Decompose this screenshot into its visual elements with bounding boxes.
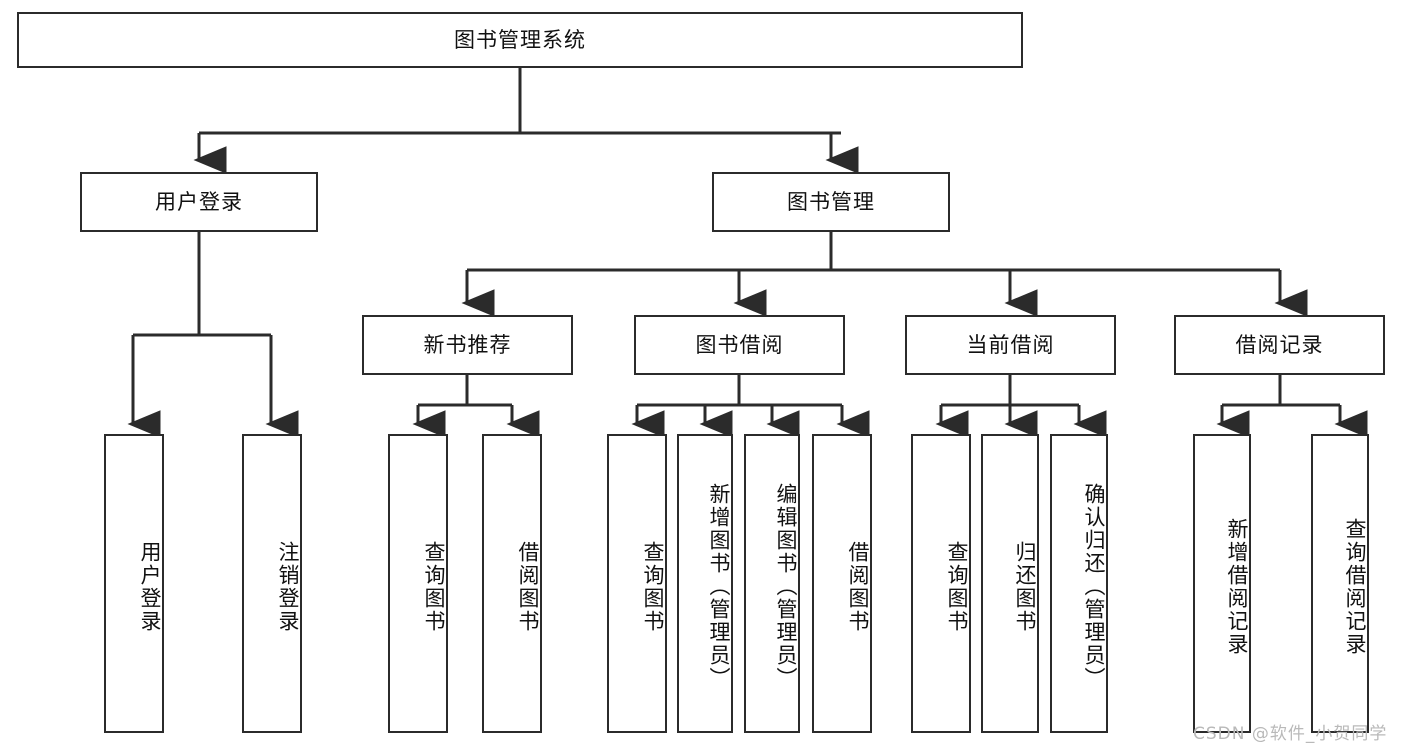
node-label: 查询图书 <box>422 540 446 633</box>
node-label: 图书借阅 <box>695 332 784 357</box>
leaf-query-book-current[interactable]: 查询图书 <box>911 434 971 733</box>
leaf-return-book[interactable]: 归还图书 <box>981 434 1039 733</box>
leaf-query-book-borrow[interactable]: 查询图书 <box>607 434 667 733</box>
node-book-borrow[interactable]: 图书借阅 <box>634 315 845 375</box>
node-label: 用户登录 <box>155 189 243 214</box>
node-label: 查询图书 <box>641 540 665 633</box>
leaf-query-book-recommend[interactable]: 查询图书 <box>388 434 448 733</box>
node-book-management[interactable]: 图书管理 <box>712 172 950 232</box>
leaf-edit-book-admin[interactable]: 编辑图书（管理员） <box>744 434 800 733</box>
node-label: 用户登录 <box>138 540 162 633</box>
node-label: 当前借阅 <box>966 332 1055 357</box>
node-label: 注销登录 <box>276 540 300 633</box>
node-label: 新增图书（管理员） <box>707 483 731 690</box>
node-current-borrow[interactable]: 当前借阅 <box>905 315 1116 375</box>
leaf-query-borrow-record[interactable]: 查询借阅记录 <box>1311 434 1369 733</box>
node-label: 新增借阅记录 <box>1225 517 1249 656</box>
leaf-logout[interactable]: 注销登录 <box>242 434 302 733</box>
node-label: 确认归还（管理员） <box>1082 483 1106 690</box>
node-label: 查询图书 <box>945 540 969 633</box>
leaf-user-login[interactable]: 用户登录 <box>104 434 164 733</box>
node-root-book-management-system[interactable]: 图书管理系统 <box>17 12 1023 68</box>
watermark-text: CSDN @软件_小贺同学 <box>1193 724 1388 744</box>
node-label: 新书推荐 <box>423 332 512 357</box>
node-user-login[interactable]: 用户登录 <box>80 172 318 232</box>
leaf-borrow-book-recommend[interactable]: 借阅图书 <box>482 434 542 733</box>
node-label: 借阅记录 <box>1235 332 1324 357</box>
node-label: 图书管理系统 <box>454 27 586 52</box>
node-new-book-recommend[interactable]: 新书推荐 <box>362 315 573 375</box>
node-label: 编辑图书（管理员） <box>774 483 798 690</box>
csdn-watermark: CSDN @软件_小贺同学 <box>1193 719 1387 744</box>
node-label: 借阅图书 <box>516 540 540 633</box>
node-borrow-record[interactable]: 借阅记录 <box>1174 315 1385 375</box>
leaf-borrow-book[interactable]: 借阅图书 <box>812 434 872 733</box>
leaf-add-book-admin[interactable]: 新增图书（管理员） <box>677 434 733 733</box>
node-label: 归还图书 <box>1013 540 1037 633</box>
node-label: 图书管理 <box>787 189 875 214</box>
node-label: 借阅图书 <box>846 540 870 633</box>
node-label: 查询借阅记录 <box>1343 517 1367 656</box>
leaf-confirm-return-admin[interactable]: 确认归还（管理员） <box>1050 434 1108 733</box>
leaf-add-borrow-record[interactable]: 新增借阅记录 <box>1193 434 1251 733</box>
